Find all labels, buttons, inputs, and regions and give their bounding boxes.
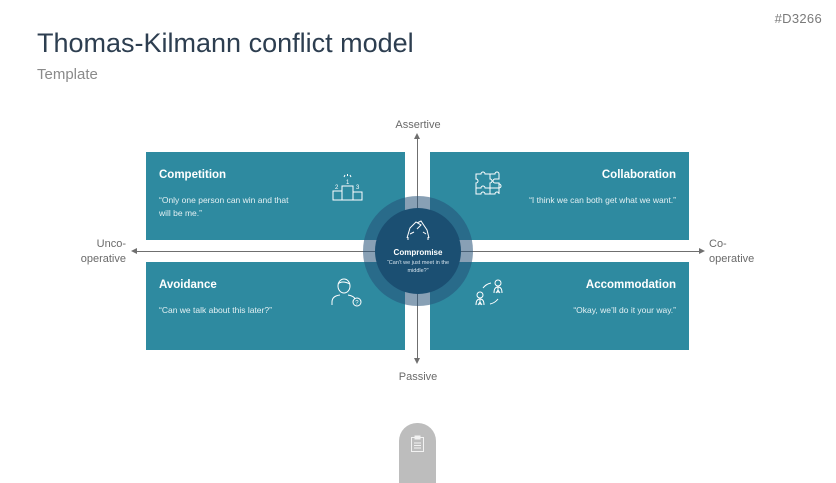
axis-label-assertive: Assertive bbox=[395, 119, 441, 131]
compromise-circle: Compromise “Can’t we just meet in the mi… bbox=[375, 208, 461, 294]
podium-icon: 1 2 3 bbox=[332, 174, 363, 201]
puzzle-icon bbox=[475, 171, 502, 195]
arrow-left-icon bbox=[131, 248, 137, 254]
quadrant-collaboration: Collaboration “I think we can both get w… bbox=[430, 152, 689, 240]
quadrant-quote: “I think we can both get what we want.” bbox=[529, 195, 676, 205]
people-exchange-icon bbox=[475, 279, 503, 306]
svg-text:2: 2 bbox=[335, 185, 339, 191]
handshake-icon bbox=[406, 220, 430, 240]
quadrant-accommodation: Accommodation “Okay, we’ll do it your wa… bbox=[430, 262, 689, 350]
page-subtitle: Template bbox=[37, 66, 98, 83]
quadrant-title: Collaboration bbox=[601, 169, 676, 181]
quadrant-quote: “Okay, we’ll do it your way.” bbox=[573, 305, 676, 315]
slide-code: #D3266 bbox=[774, 11, 822, 26]
svg-text:3: 3 bbox=[356, 185, 360, 191]
svg-text:?: ? bbox=[355, 300, 359, 306]
quadrant-quote: “Can we talk about this later?” bbox=[159, 305, 272, 315]
axis-label-uncooperative: Unco- operative bbox=[80, 238, 126, 265]
quadrant-avoidance: Avoidance “Can we talk about this later?… bbox=[146, 262, 405, 350]
compromise-quote: “Can’t we just meet in the middle?” bbox=[386, 260, 450, 274]
page-title: Thomas-Kilmann conflict model bbox=[37, 28, 414, 58]
arrow-right-icon bbox=[699, 248, 705, 254]
quadrant-title: Avoidance bbox=[159, 279, 217, 291]
quadrant-competition: Competition “Only one person can win and… bbox=[146, 152, 405, 240]
notes-tab[interactable] bbox=[399, 423, 436, 483]
axis-label-passive: Passive bbox=[398, 371, 438, 383]
clipboard-icon bbox=[411, 435, 424, 452]
quadrant-quote: “Only one person can win and that will b… bbox=[159, 195, 289, 218]
person-question-icon: ? bbox=[331, 278, 362, 307]
svg-text:1: 1 bbox=[346, 180, 350, 186]
axis-label-cooperative: Co- operative bbox=[709, 238, 755, 265]
quadrant-title: Competition bbox=[159, 169, 227, 181]
compromise-title: Compromise bbox=[393, 248, 443, 257]
arrow-down-icon bbox=[414, 358, 420, 364]
quadrant-title: Accommodation bbox=[585, 279, 676, 291]
arrow-up-icon bbox=[414, 133, 420, 139]
